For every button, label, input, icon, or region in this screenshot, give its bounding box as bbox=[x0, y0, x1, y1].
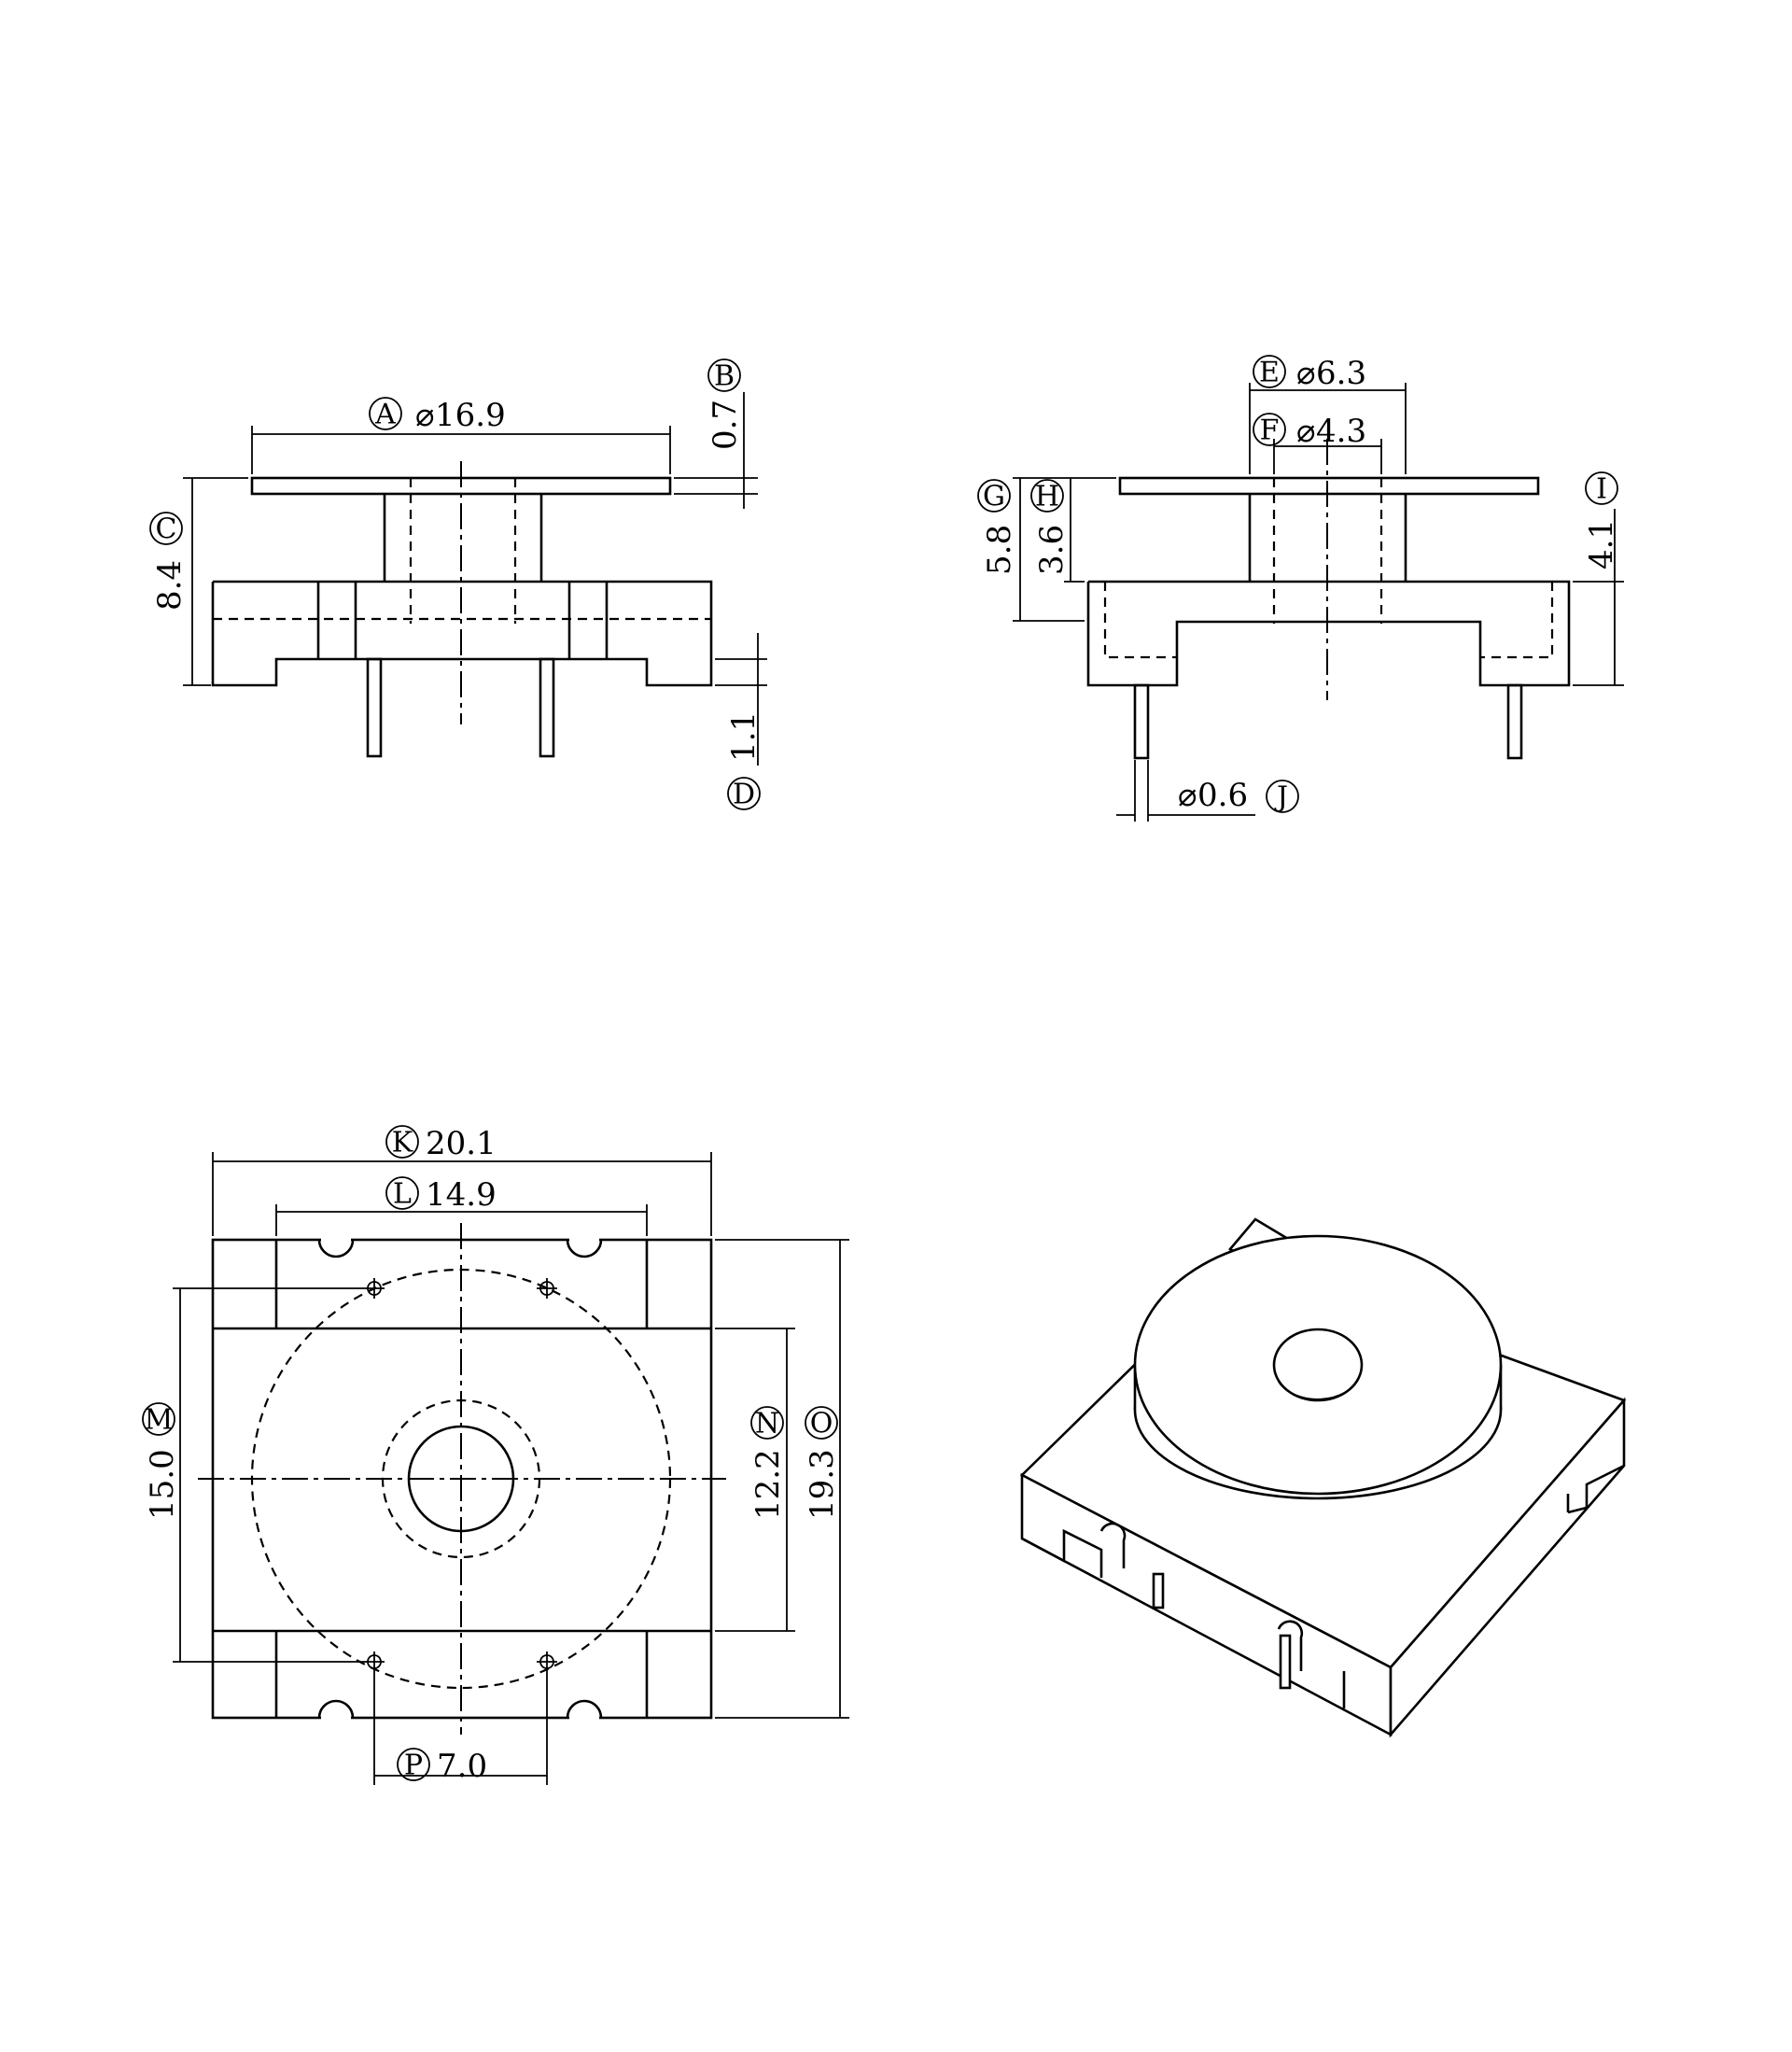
marker-H bbox=[1030, 479, 1064, 513]
iso-pin bbox=[1279, 1634, 1292, 1690]
marker-O-letter: O bbox=[810, 1408, 833, 1441]
pin-hole bbox=[537, 1651, 557, 1672]
marker-C-letter: C bbox=[156, 513, 177, 546]
marker-A-letter: A bbox=[374, 399, 396, 431]
marker-C bbox=[149, 512, 183, 545]
iso-bore bbox=[1272, 1328, 1364, 1402]
marker-L-letter: L bbox=[393, 1178, 412, 1211]
marker-F-letter: F bbox=[1260, 415, 1280, 447]
marker-B bbox=[707, 358, 741, 392]
dim-A-value: 16.9 bbox=[435, 397, 506, 434]
dim-C-value: 8.4 bbox=[151, 560, 189, 611]
side-base bbox=[1086, 580, 1571, 687]
marker-M bbox=[142, 1402, 175, 1436]
marker-K bbox=[385, 1125, 419, 1159]
dim-J-prefix: ⌀ bbox=[1178, 777, 1197, 814]
pin-hole bbox=[364, 1278, 385, 1299]
marker-K-letter: K bbox=[392, 1127, 413, 1160]
marker-F bbox=[1253, 413, 1286, 446]
dim-D-value: 1.1 bbox=[725, 711, 763, 762]
dim-M-value: 15.0 bbox=[144, 1449, 181, 1520]
front-pin-right bbox=[539, 657, 555, 758]
marker-M-letter: M bbox=[145, 1404, 174, 1437]
marker-H-letter: H bbox=[1035, 481, 1059, 513]
iso-pin bbox=[1152, 1572, 1165, 1609]
marker-G bbox=[977, 479, 1011, 513]
marker-G-letter: G bbox=[983, 481, 1005, 513]
front-pin-left bbox=[366, 657, 383, 758]
isometric-view bbox=[1019, 1217, 1627, 1738]
side-pin-left bbox=[1133, 683, 1150, 760]
dim-H-value: 3.6 bbox=[1033, 525, 1071, 575]
side-flange bbox=[1118, 476, 1540, 496]
dim-A-prefix: ⌀ bbox=[415, 397, 434, 434]
marker-J bbox=[1266, 780, 1299, 813]
marker-N bbox=[750, 1406, 784, 1440]
marker-O bbox=[805, 1406, 838, 1440]
dim-J-value: 0.6 bbox=[1197, 777, 1248, 814]
notch bbox=[566, 1699, 603, 1719]
dim-B-value: 0.7 bbox=[707, 400, 744, 450]
notch bbox=[566, 1239, 603, 1258]
marker-J-letter: J bbox=[1274, 781, 1288, 814]
dim-G-value: 5.8 bbox=[981, 525, 1018, 575]
marker-D-letter: D bbox=[733, 779, 755, 811]
front-view: A ⌀ 16.9 B 0.7 C 8.4 D 1.1 bbox=[149, 358, 767, 811]
marker-E-letter: E bbox=[1259, 357, 1280, 389]
marker-N-letter: N bbox=[755, 1408, 779, 1441]
marker-L bbox=[385, 1176, 419, 1210]
dim-N-value: 12.2 bbox=[749, 1449, 787, 1520]
notch bbox=[317, 1239, 355, 1258]
marker-E bbox=[1253, 355, 1286, 388]
dim-E-prefix: ⌀ bbox=[1296, 355, 1315, 392]
notch bbox=[317, 1699, 355, 1719]
dim-L-value: 14.9 bbox=[426, 1176, 497, 1214]
dim-P-value: 7.0 bbox=[437, 1748, 487, 1785]
dim-I-value: 4.1 bbox=[1583, 519, 1620, 569]
side-pin-right bbox=[1506, 683, 1523, 760]
dim-E-value: 6.3 bbox=[1316, 355, 1366, 392]
dim-F-prefix: ⌀ bbox=[1296, 413, 1315, 450]
front-base bbox=[211, 580, 713, 687]
marker-P-letter: P bbox=[404, 1750, 423, 1782]
pin-hole bbox=[537, 1278, 557, 1299]
pin-hole bbox=[364, 1651, 385, 1672]
marker-P bbox=[397, 1748, 430, 1781]
marker-I-letter: I bbox=[1596, 473, 1607, 506]
top-view: K 20.1 L 14.9 M 15.0 N 12.2 O 19.3 bbox=[142, 1125, 849, 1785]
dim-K-value: 20.1 bbox=[426, 1125, 497, 1162]
marker-B-letter: B bbox=[714, 360, 735, 393]
dim-O-value: 19.3 bbox=[804, 1449, 841, 1520]
side-view: E ⌀ 6.3 F ⌀ 4.3 G H 5.8 3.6 I 4.1 bbox=[977, 355, 1624, 822]
marker-D bbox=[727, 777, 761, 810]
marker-A bbox=[369, 397, 402, 430]
dim-F-value: 4.3 bbox=[1316, 413, 1366, 450]
marker-I bbox=[1585, 471, 1618, 505]
